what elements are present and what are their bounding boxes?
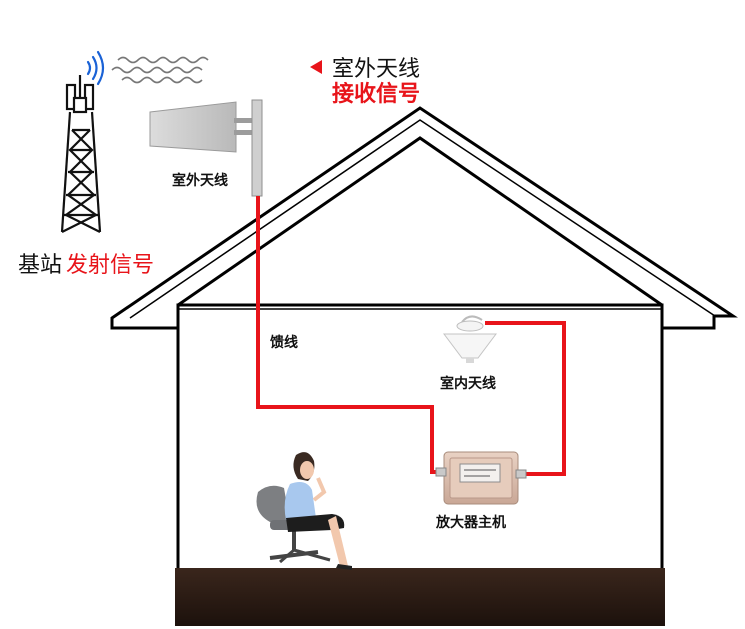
house-walls [176,303,664,573]
seated-woman-icon [284,452,352,570]
label-outdoor-antenna: 室外天线 [172,172,228,189]
label-feeder: 馈线 [270,334,298,351]
signal-waves-icon [86,50,105,86]
pointer-arrow-icon [310,60,322,74]
floor [175,568,665,626]
base-station-tower-icon [60,75,102,233]
label-base-station: 基站 [18,253,62,278]
transmission-waves-icon [111,56,209,84]
label-transmit-signal: 发射信号 [66,253,154,278]
label-receive-signal: 接收信号 [332,81,420,107]
label-outdoor-antenna-top: 室外天线 [332,57,420,82]
amplifier-device-icon [435,451,527,505]
label-indoor-antenna: 室内天线 [440,375,496,392]
indoor-antenna-icon [443,315,497,363]
outdoor-antenna-icon [149,99,263,197]
office-chair-icon [256,485,331,564]
label-amplifier: 放大器主机 [435,514,506,531]
